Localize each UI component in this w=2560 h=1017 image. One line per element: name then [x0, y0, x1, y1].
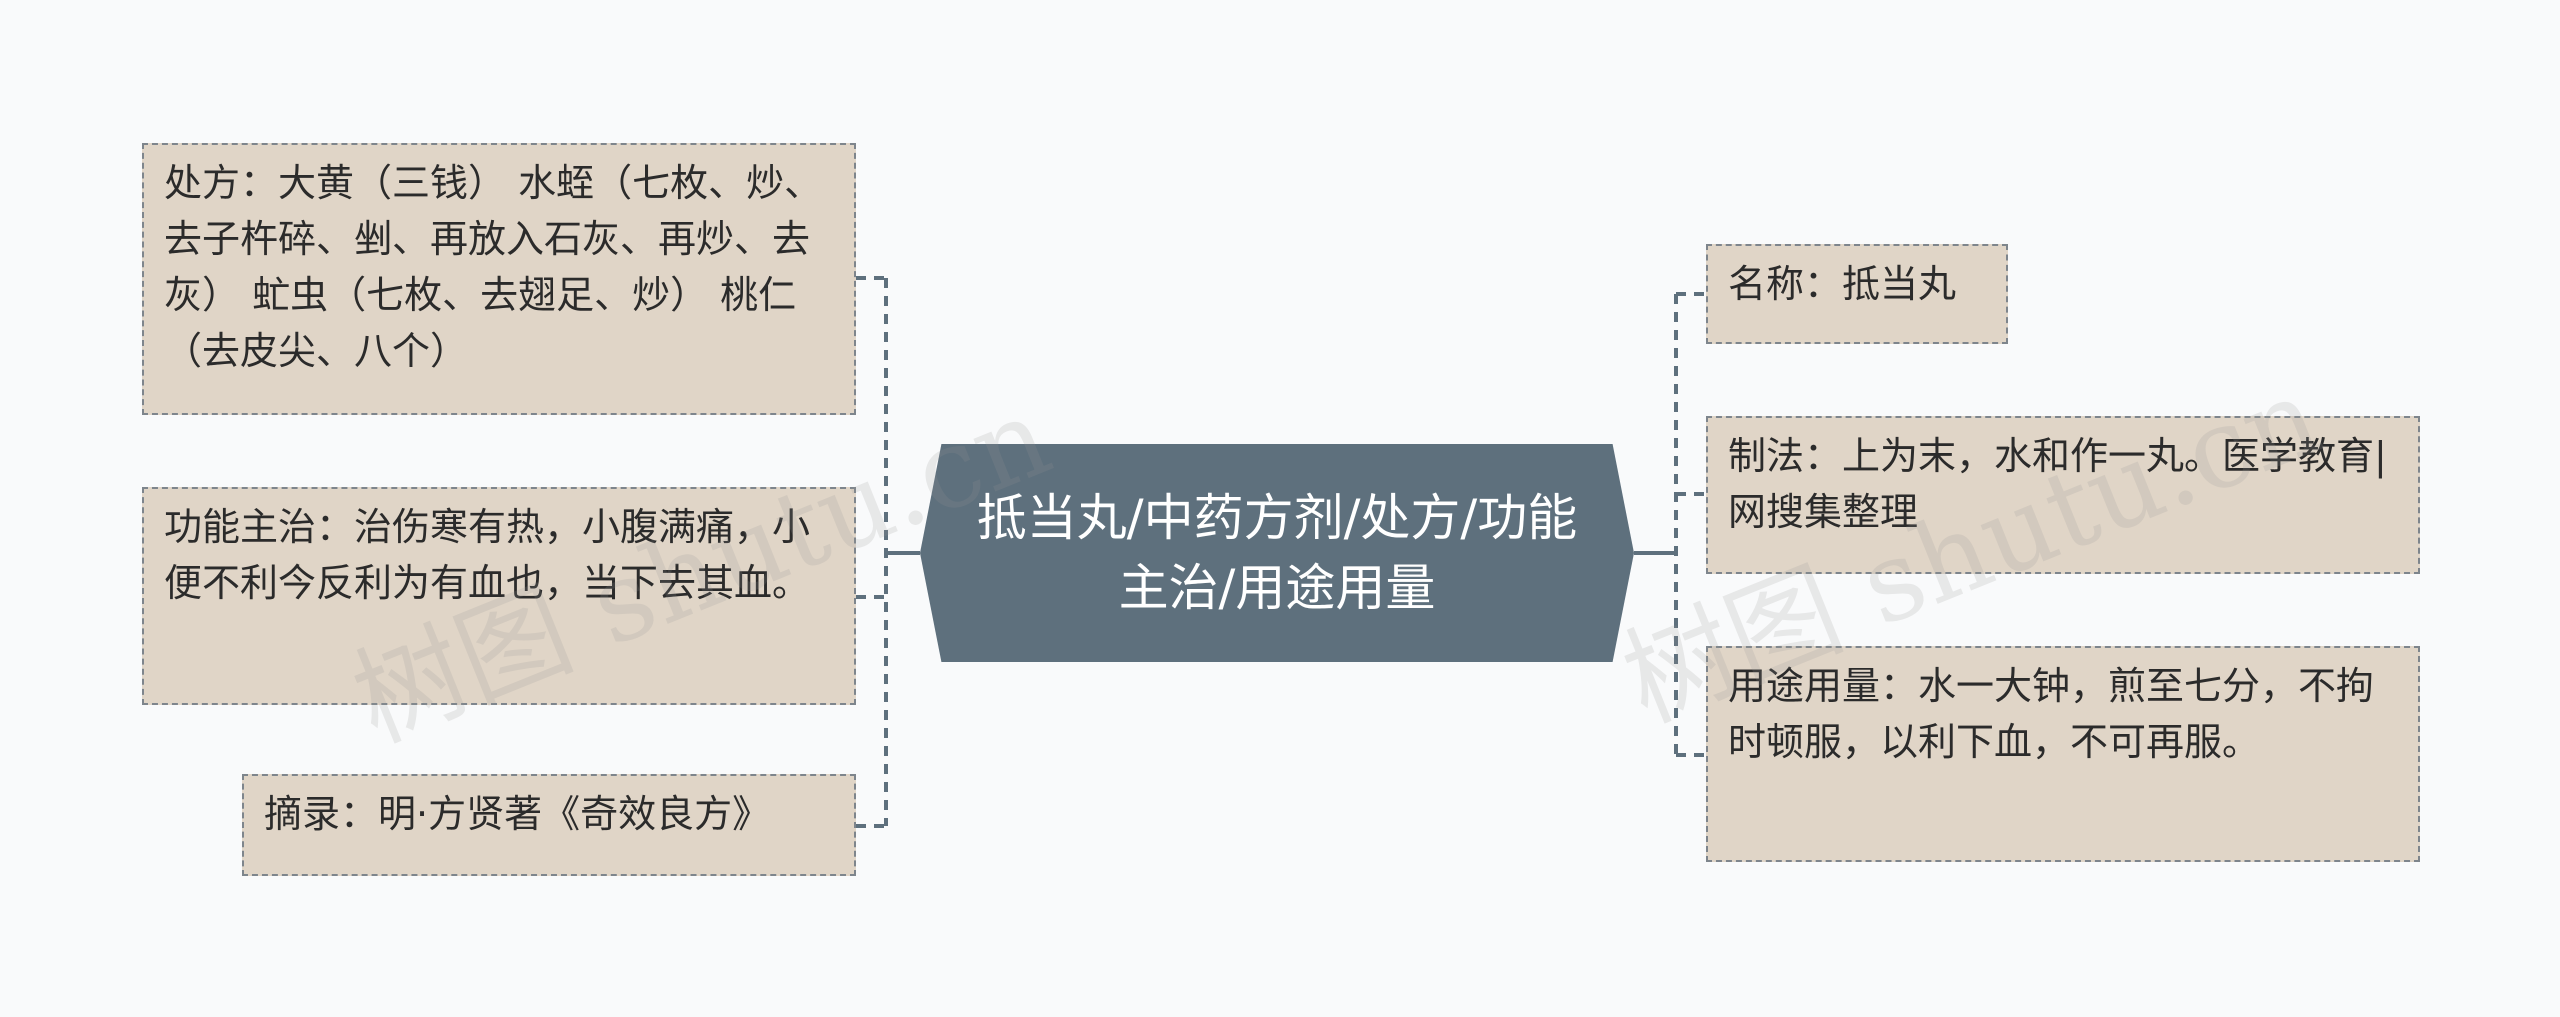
node-name[interactable]: 名称：抵当丸	[1706, 244, 2008, 344]
node-method[interactable]: 制法：上为末，水和作一丸。医学教育|网搜集整理	[1706, 416, 2420, 574]
node-prescription[interactable]: 处方：大黄（三钱） 水蛭（七枚、炒、去子杵碎、剉、再放入石灰、再炒、去灰） 虻虫…	[142, 143, 856, 415]
node-usage[interactable]: 用途用量：水一大钟，煎至七分，不拘时顿服，以利下血，不可再服。	[1706, 646, 2420, 862]
node-source-label: 摘录：明·方贤著《奇效良方》	[264, 792, 771, 836]
node-function[interactable]: 功能主治：治伤寒有热，小腹满痛，小便不利今反利为有血也，当下去其血。	[142, 487, 856, 705]
node-function-label: 功能主治：治伤寒有热，小腹满痛，小便不利今反利为有血也，当下去其血。	[164, 505, 811, 605]
node-method-label: 制法：上为末，水和作一丸。医学教育|网搜集整理	[1728, 434, 2387, 534]
node-name-label: 名称：抵当丸	[1728, 262, 1957, 306]
node-usage-label: 用途用量：水一大钟，煎至七分，不拘时顿服，以利下血，不可再服。	[1728, 664, 2375, 764]
central-topic-label: 抵当丸/中药方剂/处方/功能主治/用途用量	[976, 489, 1578, 617]
central-topic[interactable]: 抵当丸/中药方剂/处方/功能主治/用途用量	[920, 444, 1634, 662]
node-prescription-label: 处方：大黄（三钱） 水蛭（七枚、炒、去子杵碎、剉、再放入石灰、再炒、去灰） 虻虫…	[164, 161, 823, 373]
node-source[interactable]: 摘录：明·方贤著《奇效良方》	[242, 774, 856, 876]
